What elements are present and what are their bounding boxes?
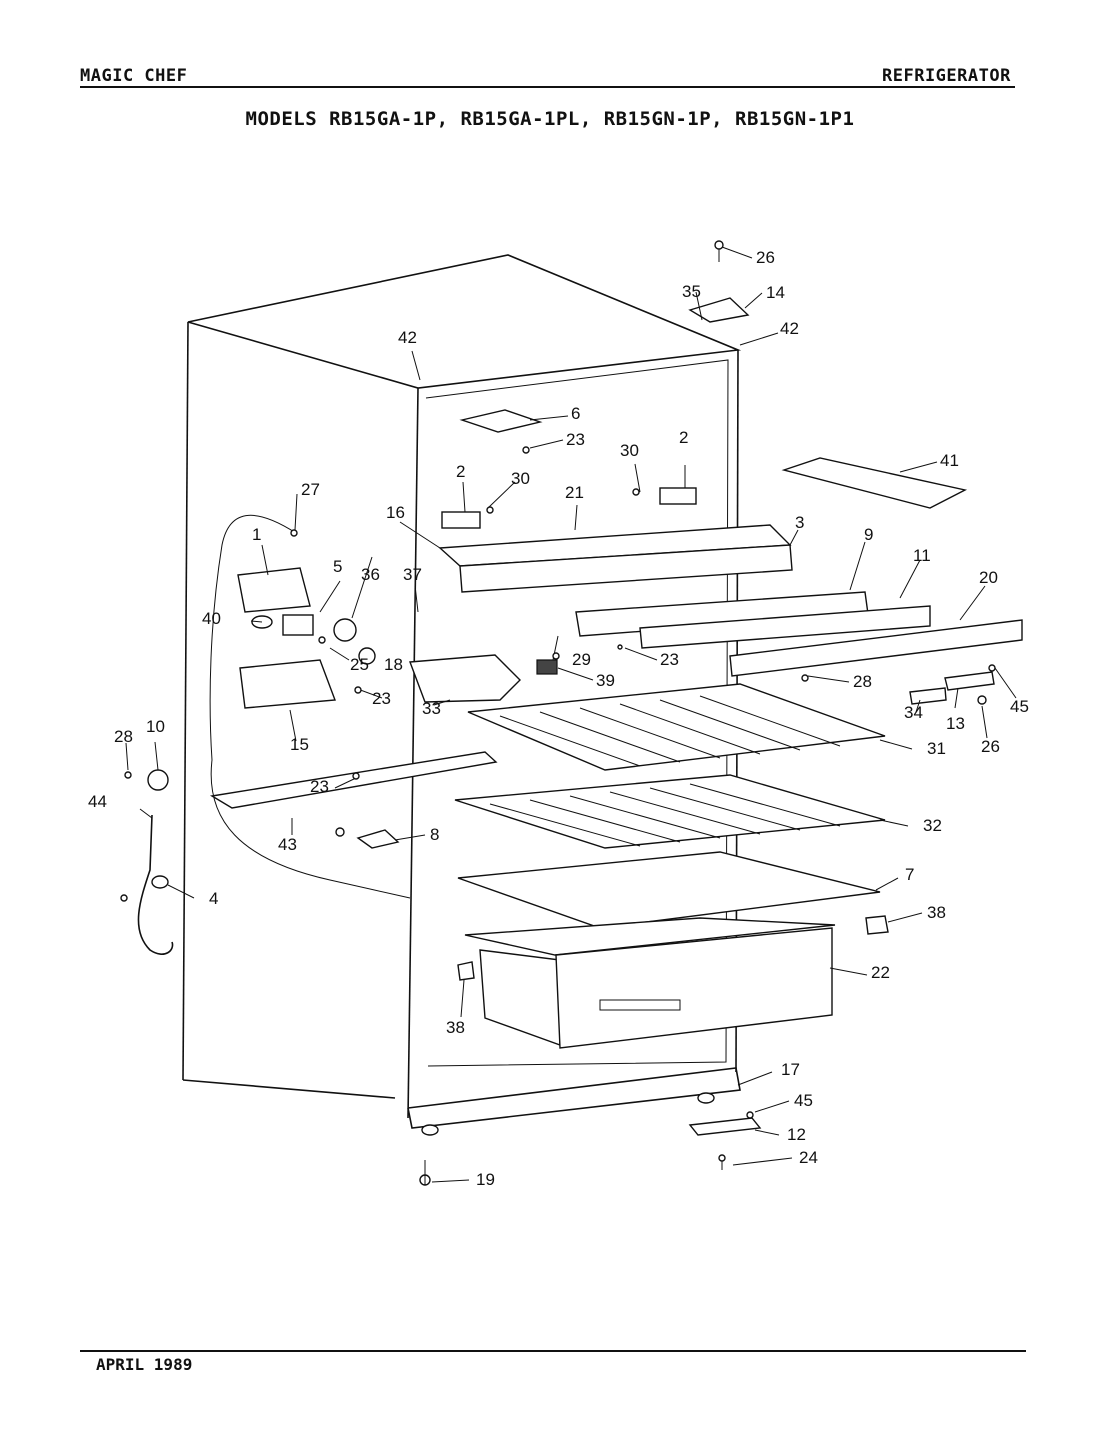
- callout-8: 8: [430, 825, 439, 844]
- switch-39: [536, 659, 558, 675]
- callout-38: 38: [927, 903, 946, 922]
- leader-lines: [125, 246, 1017, 1183]
- tray-33: [409, 654, 521, 703]
- callout-9: 9: [864, 525, 873, 544]
- callout-31: 31: [927, 739, 946, 758]
- callout-36: 36: [361, 565, 380, 584]
- callout-27: 27: [301, 480, 320, 499]
- callout-3: 3: [795, 513, 804, 532]
- callout-23: 23: [566, 430, 585, 449]
- drain-tube-44: [137, 814, 174, 955]
- fasteners: [120, 240, 996, 1186]
- bulb-18: [358, 647, 376, 665]
- callout-37: 37: [403, 565, 422, 584]
- footer-rule: [80, 1350, 1026, 1352]
- callout-19: 19: [476, 1170, 495, 1189]
- callout-42: 42: [780, 319, 799, 338]
- hinge-14: [688, 297, 750, 323]
- callout-23: 23: [310, 777, 329, 796]
- cover-15: [239, 659, 336, 709]
- callout-34: 34: [904, 703, 923, 722]
- crisper-22: [464, 917, 836, 1049]
- callout-4: 4: [209, 889, 218, 908]
- bracket-38b: [457, 961, 475, 981]
- callout-20: 20: [979, 568, 998, 587]
- ice-tray-41: [781, 457, 968, 509]
- roller-8: [356, 829, 400, 849]
- callout-26: 26: [756, 248, 775, 267]
- callout-24: 24: [799, 1148, 818, 1167]
- bracket-34: [909, 687, 947, 705]
- knob-36: [333, 618, 357, 642]
- callout-17: 17: [781, 1060, 800, 1079]
- callout-45: 45: [794, 1091, 813, 1110]
- cover-43: [209, 751, 498, 809]
- freezer-shelf-21: [438, 524, 793, 593]
- hinge-2-right: [659, 487, 697, 505]
- callout-25: 25: [350, 655, 369, 674]
- callout-28: 28: [114, 727, 133, 746]
- callout-35: 35: [682, 282, 701, 301]
- bracket-38a: [865, 915, 889, 935]
- callout-45: 45: [1010, 697, 1029, 716]
- product-type: REFRIGERATOR: [882, 66, 1011, 86]
- callout-32: 32: [923, 816, 942, 835]
- callout-1: 1: [252, 525, 261, 544]
- callout-6: 6: [571, 404, 580, 423]
- callout-2: 2: [679, 428, 688, 447]
- callout-22: 22: [871, 963, 890, 982]
- switch-5: [282, 614, 314, 636]
- callout-30: 30: [511, 469, 530, 488]
- callout-16: 16: [386, 503, 405, 522]
- callout-39: 39: [596, 671, 615, 690]
- callout-30: 30: [620, 441, 639, 460]
- brand-name: MAGIC CHEF: [80, 66, 188, 86]
- callout-7: 7: [905, 865, 914, 884]
- callout-18: 18: [384, 655, 403, 674]
- callout-33: 33: [422, 699, 441, 718]
- callout-42: 42: [398, 328, 417, 347]
- callout-14: 14: [766, 283, 785, 302]
- callout-12: 12: [787, 1125, 806, 1144]
- callout-23: 23: [372, 689, 391, 708]
- callout-2: 2: [456, 462, 465, 481]
- models-title: MODELS RB15GA-1P, RB15GA-1PL, RB15GN-1P,…: [245, 108, 855, 130]
- publication-date: APRIL 1989: [96, 1355, 193, 1374]
- fitting-10: [147, 769, 169, 791]
- rail-11: [639, 605, 931, 649]
- callout-21: 21: [565, 483, 584, 502]
- callout-38: 38: [446, 1018, 465, 1037]
- callout-11: 11: [913, 546, 931, 565]
- clip-4: [151, 875, 169, 889]
- rail-20: [729, 619, 1023, 677]
- control-group-outline: [209, 514, 411, 899]
- callout-10: 10: [146, 717, 165, 736]
- callout-26: 26: [981, 737, 1000, 756]
- wire-shelf-31: [467, 683, 886, 771]
- hinge-13: [944, 671, 995, 691]
- hinge-2-left: [441, 511, 481, 529]
- callout-41: 41: [940, 451, 959, 470]
- callout-13: 13: [946, 714, 965, 733]
- callout-40: 40: [202, 609, 221, 628]
- callout-29: 29: [572, 650, 591, 669]
- callout-15: 15: [290, 735, 309, 754]
- header-rule: [80, 86, 1015, 88]
- control-housing-1: [237, 567, 311, 613]
- hinge-12: [688, 1117, 762, 1136]
- wire-shelf-32: [454, 774, 886, 849]
- callout-44: 44: [88, 792, 107, 811]
- callout-5: 5: [333, 557, 342, 576]
- bracket-6: [459, 409, 543, 433]
- callout-28: 28: [853, 672, 872, 691]
- callout-23: 23: [660, 650, 679, 669]
- callout-43: 43: [278, 835, 297, 854]
